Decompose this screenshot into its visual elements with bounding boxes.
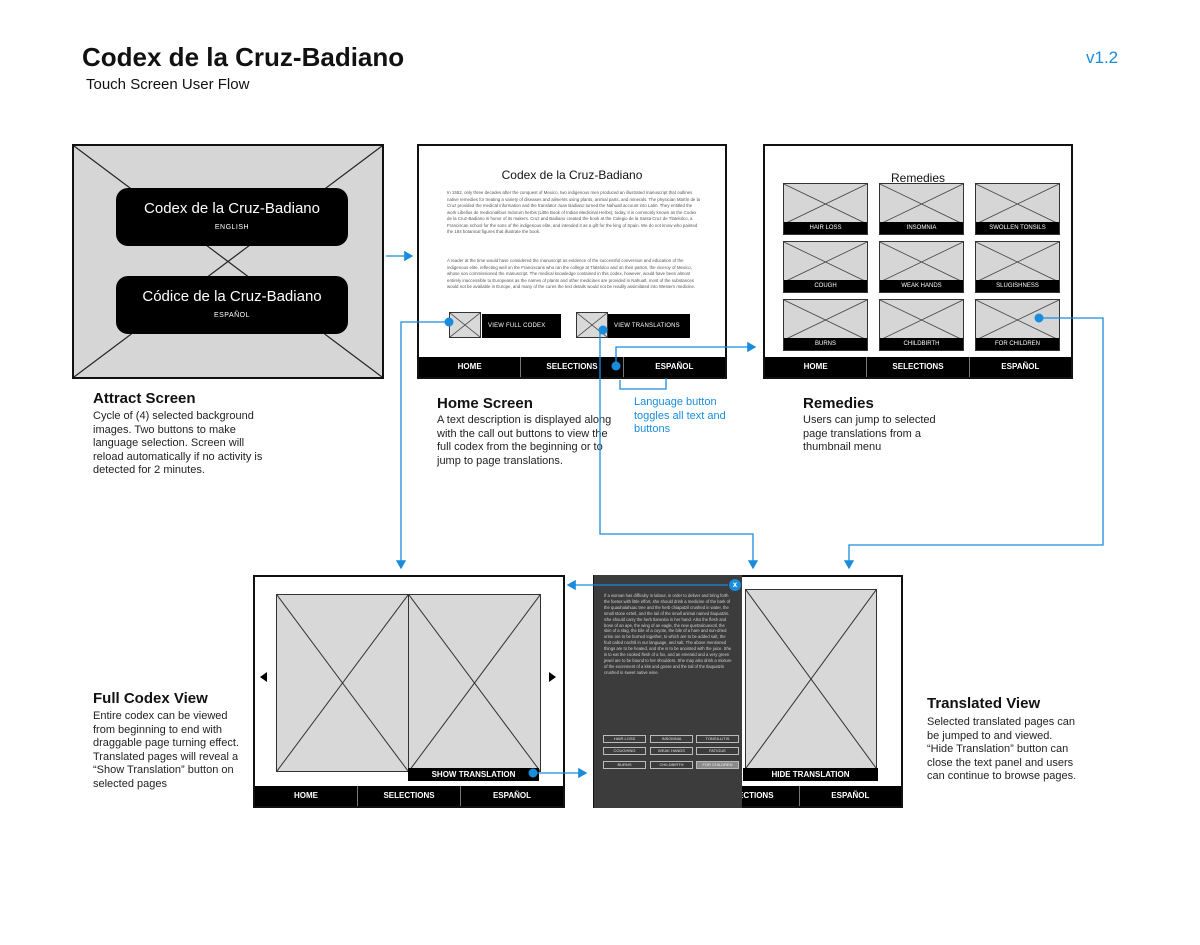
translation-chip[interactable]: FOR CHILDREN bbox=[696, 761, 739, 769]
nav-home[interactable]: HOME bbox=[294, 791, 318, 800]
translations-thumbnail[interactable] bbox=[576, 312, 608, 338]
remedy-tile[interactable]: BURNS bbox=[783, 299, 868, 351]
placeholder-cross-icon bbox=[450, 313, 480, 337]
remedy-tile[interactable]: HAIR LOSS bbox=[783, 183, 868, 235]
translation-chip[interactable]: TONSILLITIS bbox=[696, 735, 739, 743]
translation-chip[interactable]: INSOMNIA bbox=[650, 735, 693, 743]
remedy-tile[interactable]: WEAK HANDS bbox=[879, 241, 964, 293]
remedy-label: INSOMNIA bbox=[880, 222, 963, 234]
attract-screen: Codex de la Cruz-Badiano ENGLISH Códice … bbox=[72, 144, 384, 379]
view-translations-button[interactable]: VIEW TRANSLATIONS bbox=[608, 314, 690, 338]
placeholder-cross-icon bbox=[880, 242, 963, 283]
nav-home[interactable]: HOME bbox=[803, 362, 828, 371]
nav-espanol[interactable]: ESPAÑOL bbox=[460, 786, 563, 806]
remedy-tile[interactable]: SWOLLEN TONSILS bbox=[975, 183, 1060, 235]
connector-language-note bbox=[619, 378, 667, 390]
translation-chip[interactable]: BURNS bbox=[603, 761, 646, 769]
full-codex-caption-body: Entire codex can be viewed from beginnin… bbox=[93, 710, 239, 790]
home-paragraph-2: A reader at the time would have consider… bbox=[447, 258, 696, 289]
placeholder-cross-icon bbox=[976, 242, 1059, 283]
nav-selections[interactable]: SELECTIONS bbox=[357, 786, 460, 806]
english-button[interactable]: Codex de la Cruz-Badiano ENGLISH bbox=[116, 188, 348, 246]
attract-caption-body: Cycle of (4) selected background images.… bbox=[93, 410, 263, 476]
remedy-label: COUGH bbox=[784, 280, 867, 292]
remedy-tile[interactable]: SLUGISHNESS bbox=[975, 241, 1060, 293]
remedies-screen: Remedies HAIR LOSS INSOMNIA SWOLLEN TONSIL… bbox=[763, 144, 1073, 379]
remedy-label: BURNS bbox=[784, 338, 867, 350]
page-title: Codex de la Cruz-Badiano bbox=[82, 42, 405, 72]
full-codex-screen: SHOW TRANSLATION HOME SELECTIONS ESPAÑOL bbox=[253, 575, 565, 808]
translation-panel: If a woman has difficulty in labour, in … bbox=[594, 575, 742, 808]
remedy-label: FOR CHILDREN bbox=[976, 338, 1059, 350]
nav-espanol[interactable]: ESPAÑOL bbox=[968, 357, 1071, 377]
english-label: ENGLISH bbox=[214, 224, 250, 231]
translation-chip[interactable]: COUGHING bbox=[603, 747, 646, 755]
home-paragraph-1: In 1552, only three decades after the co… bbox=[447, 190, 700, 234]
remedy-label: CHILDBIRTH bbox=[880, 338, 963, 350]
placeholder-cross-icon bbox=[746, 590, 876, 768]
spanish-button[interactable]: Códice de la Cruz-Badiano ESPAÑOL bbox=[116, 276, 348, 334]
previous-page-arrow-icon[interactable] bbox=[260, 672, 267, 682]
remedy-tile[interactable]: COUGH bbox=[783, 241, 868, 293]
remedy-tile[interactable]: CHILDBIRTH bbox=[879, 299, 964, 351]
nav-home[interactable]: HOME bbox=[457, 362, 482, 371]
home-caption-title: Home Screen bbox=[437, 395, 533, 412]
placeholder-cross-icon bbox=[409, 595, 540, 771]
codex-page-right[interactable] bbox=[408, 594, 541, 772]
placeholder-cross-icon bbox=[74, 146, 382, 377]
translation-chip[interactable]: CHILDBIRTH bbox=[650, 761, 693, 769]
remedy-tile[interactable]: FOR CHILDREN bbox=[975, 299, 1060, 351]
placeholder-cross-icon bbox=[277, 595, 408, 771]
spanish-title: Códice de la Cruz-Badiano bbox=[142, 288, 322, 305]
view-full-codex-button[interactable]: VIEW FULL CODEX bbox=[482, 314, 561, 338]
placeholder-cross-icon bbox=[880, 184, 963, 225]
nav-selections[interactable]: SELECTIONS bbox=[866, 357, 968, 377]
translation-chip[interactable]: WEAK HANDS bbox=[650, 747, 693, 755]
translation-chip[interactable]: FATIGUE bbox=[696, 747, 739, 755]
nav-selections[interactable]: SELECTIONS bbox=[520, 357, 622, 377]
translated-page-image[interactable] bbox=[745, 589, 877, 769]
codex-page-left[interactable] bbox=[276, 594, 409, 772]
nav-espanol[interactable]: ESPAÑOL bbox=[622, 357, 725, 377]
placeholder-cross-icon bbox=[577, 313, 607, 337]
placeholder-cross-icon bbox=[784, 184, 867, 225]
language-note: Language button toggles all text and but… bbox=[634, 396, 726, 435]
remedy-label: SLUGISHNESS bbox=[976, 280, 1059, 292]
remedies-caption-title: Remedies bbox=[803, 395, 874, 412]
nav-espanol[interactable]: ESPAÑOL bbox=[798, 786, 901, 806]
home-screen: Codex de la Cruz-Badiano In 1552, only t… bbox=[417, 144, 727, 379]
page-subtitle: Touch Screen User Flow bbox=[86, 76, 250, 93]
remedy-tile[interactable]: INSOMNIA bbox=[879, 183, 964, 235]
show-translation-button[interactable]: SHOW TRANSLATION bbox=[408, 768, 539, 781]
remedy-label: HAIR LOSS bbox=[784, 222, 867, 234]
home-navbar: HOME SELECTIONS ESPAÑOL bbox=[419, 357, 725, 377]
home-caption-body: A text description is displayed along wi… bbox=[437, 414, 612, 467]
translated-caption-title: Translated View bbox=[927, 695, 1041, 712]
english-title: Codex de la Cruz-Badiano bbox=[144, 200, 320, 217]
translation-text: If a woman has difficulty in labour, in … bbox=[604, 593, 732, 675]
translated-caption-body: Selected translated pages can be jumped … bbox=[927, 716, 1077, 782]
remedy-label: SWOLLEN TONSILS bbox=[976, 222, 1059, 234]
close-translation-icon[interactable]: x bbox=[729, 579, 741, 591]
remedies-navbar: HOME SELECTIONS ESPAÑOL bbox=[765, 357, 1071, 377]
hide-translation-button[interactable]: HIDE TRANSLATION bbox=[743, 768, 878, 781]
full-codex-caption-title: Full Codex View bbox=[93, 690, 208, 707]
translation-chip[interactable]: HAIR LOSS bbox=[603, 735, 646, 743]
remedies-caption-body: Users can jump to selected page translat… bbox=[803, 414, 936, 453]
remedy-label: WEAK HANDS bbox=[880, 280, 963, 292]
full-codex-thumbnail[interactable] bbox=[449, 312, 481, 338]
home-heading: Codex de la Cruz-Badiano bbox=[501, 168, 643, 182]
full-codex-navbar: HOME SELECTIONS ESPAÑOL bbox=[255, 786, 563, 806]
placeholder-cross-icon bbox=[784, 242, 867, 283]
attract-caption-title: Attract Screen bbox=[93, 390, 196, 407]
placeholder-cross-icon bbox=[976, 184, 1059, 225]
remedies-heading: Remedies bbox=[890, 171, 946, 185]
spanish-label: ESPAÑOL bbox=[213, 312, 251, 319]
version-label: v1.2 bbox=[1086, 48, 1119, 67]
next-page-arrow-icon[interactable] bbox=[549, 672, 556, 682]
